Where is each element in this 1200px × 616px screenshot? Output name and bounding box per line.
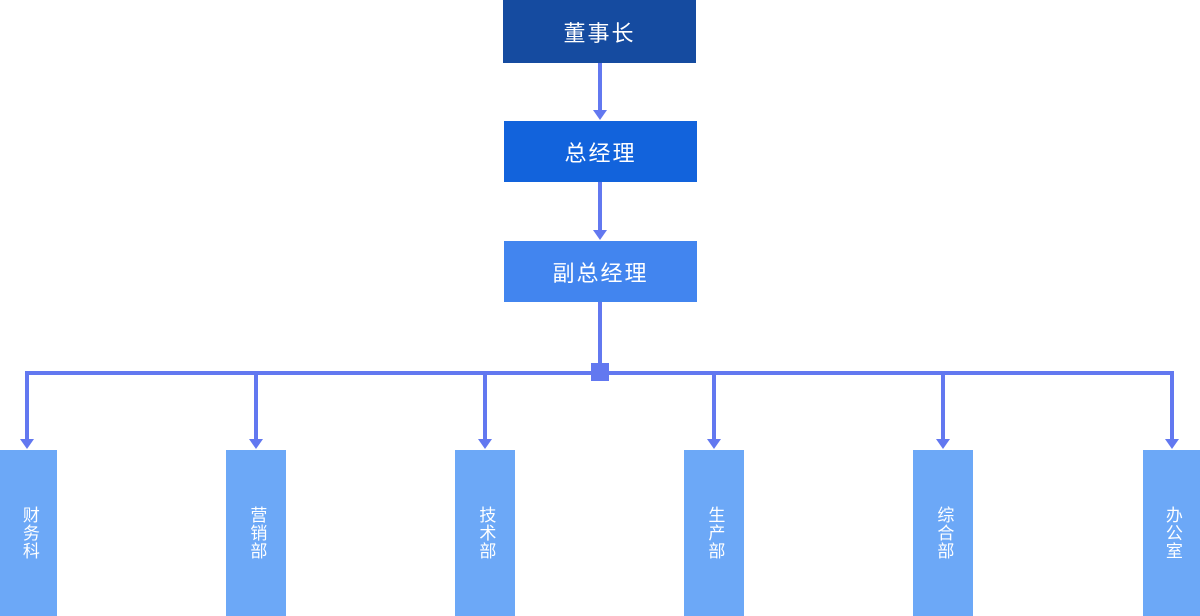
- arrow-chairman-to-gm: [593, 110, 607, 120]
- arrow-drop-office: [1165, 439, 1179, 449]
- node-deputy-general-manager-label: 副总经理: [552, 260, 649, 286]
- node-dept-finance[interactable]: 财务科: [0, 450, 57, 616]
- arrow-drop-marketing: [249, 439, 263, 449]
- connector-drop-finance: [25, 371, 29, 440]
- node-dept-general[interactable]: 综合部: [913, 450, 973, 616]
- node-general-manager-label: 总经理: [564, 140, 637, 166]
- connector-drop-technology: [483, 371, 487, 440]
- node-dept-marketing[interactable]: 营销部: [226, 450, 286, 616]
- connector-junction-marker: [591, 363, 609, 381]
- connector-chairman-to-gm: [598, 63, 602, 111]
- node-dept-technology-label: 技术部: [476, 506, 496, 560]
- connector-drop-production: [712, 371, 716, 440]
- arrow-drop-finance: [20, 439, 34, 449]
- node-dept-office[interactable]: 办公室: [1143, 450, 1200, 616]
- node-dept-marketing-label: 营销部: [247, 506, 267, 560]
- connector-deputy-to-bus: [598, 302, 602, 368]
- arrow-drop-production: [707, 439, 721, 449]
- node-dept-technology[interactable]: 技术部: [455, 450, 515, 616]
- connector-drop-general: [941, 371, 945, 440]
- node-dept-production-label: 生产部: [705, 506, 725, 560]
- node-dept-general-label: 综合部: [934, 506, 954, 560]
- arrow-drop-general: [936, 439, 950, 449]
- node-dept-finance-label: 财务科: [19, 506, 39, 560]
- node-chairman[interactable]: 董事长: [503, 0, 696, 63]
- arrow-gm-to-deputy: [593, 230, 607, 240]
- connector-drop-office: [1170, 371, 1174, 440]
- node-dept-office-label: 办公室: [1162, 506, 1182, 560]
- node-chairman-label: 董事长: [563, 20, 636, 46]
- connector-gm-to-deputy: [598, 182, 602, 230]
- node-general-manager[interactable]: 总经理: [504, 121, 697, 182]
- node-deputy-general-manager[interactable]: 副总经理: [504, 241, 697, 302]
- node-dept-production[interactable]: 生产部: [684, 450, 744, 616]
- connector-drop-marketing: [254, 371, 258, 440]
- arrow-drop-technology: [478, 439, 492, 449]
